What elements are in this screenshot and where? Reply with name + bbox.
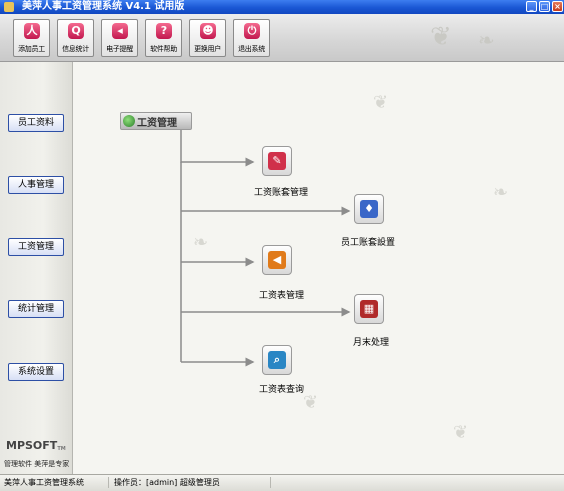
toolbar: 人 添加员工 Q 信息统计 ◂ 电子提醒 ? 软件帮助 ☻ 更换用户 ⏻ 退出系… bbox=[0, 14, 564, 62]
tool-label: 更换用户 bbox=[194, 45, 221, 53]
status-divider bbox=[270, 477, 271, 488]
switch-user-button[interactable]: ☻ 更换用户 bbox=[189, 19, 226, 57]
connector-line bbox=[173, 127, 255, 167]
payroll-management-label: 工资表管理 bbox=[259, 291, 305, 301]
status-divider bbox=[108, 477, 109, 488]
tool-label: 退出系统 bbox=[238, 45, 265, 53]
month-end-processing-label: 月末处理 bbox=[353, 338, 390, 348]
sidebar-item-hr-management[interactable]: 人事管理 bbox=[8, 176, 64, 194]
maximize-button[interactable]: □ bbox=[539, 1, 550, 12]
window-title: 美萍人事工资管理系统 V4.1 试用版 bbox=[22, 1, 185, 12]
decorative-leaf-icon: ❦ bbox=[430, 22, 452, 52]
main-panel: ❦ ❧ ❦ ❧ ❦ 工资管理 ✎ 工资账套管理 ♦ 员工账套設置 ◀ 工 bbox=[73, 62, 564, 474]
sidebar-item-statistics[interactable]: 统计管理 bbox=[8, 300, 64, 318]
status-bar: 美萍人事工资管理系统 操作员：[admin] 超级管理员 bbox=[0, 474, 564, 491]
payroll-management-button[interactable]: ◀ bbox=[262, 245, 292, 275]
ledger-icon: ✎ bbox=[268, 152, 286, 170]
sidebar-item-employee-info[interactable]: 员工资料 bbox=[8, 114, 64, 132]
payroll-icon: ◀ bbox=[268, 251, 286, 269]
payroll-query-label: 工资表查询 bbox=[259, 385, 305, 395]
exit-button[interactable]: ⏻ 退出系统 bbox=[233, 19, 270, 57]
info-stats-button[interactable]: Q 信息统计 bbox=[57, 19, 94, 57]
help-icon: ? bbox=[156, 23, 172, 39]
speaker-icon: ◂ bbox=[112, 23, 128, 39]
search-stats-icon: Q bbox=[68, 23, 84, 39]
minimize-button[interactable]: _ bbox=[526, 1, 537, 12]
app-icon bbox=[4, 2, 14, 12]
month-end-processing-button[interactable]: ▦ bbox=[354, 294, 384, 324]
decorative-leaf-icon: ❧ bbox=[493, 182, 509, 203]
add-user-icon: 人 bbox=[24, 23, 40, 39]
switch-user-icon: ☻ bbox=[200, 23, 216, 39]
decorative-leaf-icon: ❧ bbox=[193, 232, 209, 253]
reminder-button[interactable]: ◂ 电子提醒 bbox=[101, 19, 138, 57]
close-button[interactable]: × bbox=[552, 1, 563, 12]
sidebar-item-system-settings[interactable]: 系统设置 bbox=[8, 363, 64, 381]
status-operator: 操作员：[admin] 超级管理员 bbox=[114, 478, 220, 487]
title-bar: 美萍人事工资管理系统 V4.1 试用版 _ □ × bbox=[0, 0, 564, 14]
module-title: 工资管理 bbox=[120, 112, 192, 130]
calendar-icon: ▦ bbox=[360, 300, 378, 318]
help-button[interactable]: ? 软件帮助 bbox=[145, 19, 182, 57]
employee-ledger-setting-label: 员工账套設置 bbox=[341, 238, 396, 248]
decorative-leaf-icon: ❦ bbox=[373, 92, 389, 113]
tool-label: 电子提醒 bbox=[106, 45, 133, 53]
tool-label: 信息统计 bbox=[62, 45, 89, 53]
salary-ledger-management-label: 工资账套管理 bbox=[254, 188, 309, 198]
exit-icon: ⏻ bbox=[244, 23, 260, 39]
decorative-leaf-icon: ❧ bbox=[478, 28, 495, 52]
salary-ledger-management-button[interactable]: ✎ bbox=[262, 146, 292, 176]
company-logo: MPSOFTTM bbox=[6, 439, 66, 452]
employee-ledger-setting-button[interactable]: ♦ bbox=[354, 194, 384, 224]
status-app-name: 美萍人事工资管理系统 bbox=[4, 478, 84, 487]
employee-ledger-icon: ♦ bbox=[360, 200, 378, 218]
tool-label: 添加员工 bbox=[18, 45, 45, 53]
sidebar: 员工资料 人事管理 工资管理 统计管理 系统设置 MPSOFTTM 管理软件 美… bbox=[0, 62, 73, 474]
magnifier-icon: ⌕ bbox=[268, 351, 286, 369]
payroll-query-button[interactable]: ⌕ bbox=[262, 345, 292, 375]
slogan: 管理软件 美萍是专家 bbox=[4, 460, 70, 468]
add-employee-button[interactable]: 人 添加员工 bbox=[13, 19, 50, 57]
salary-module-icon bbox=[123, 115, 135, 127]
sidebar-item-salary-management[interactable]: 工资管理 bbox=[8, 238, 64, 256]
decorative-leaf-icon: ❦ bbox=[453, 422, 469, 443]
tool-label: 软件帮助 bbox=[150, 45, 177, 53]
decorative-leaf-icon: ❦ bbox=[303, 392, 319, 413]
